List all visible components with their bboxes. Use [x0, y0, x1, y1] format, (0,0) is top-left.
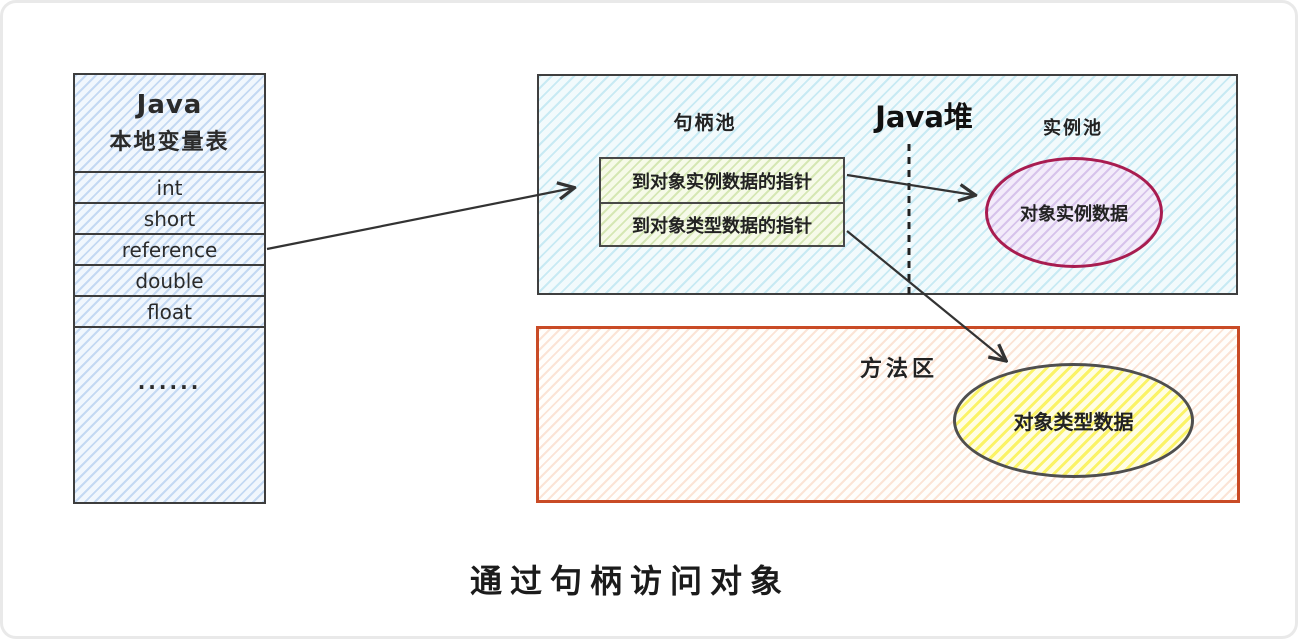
- object-instance-data-label: 对象实例数据: [1020, 203, 1128, 225]
- instance-pool-label: 实例池: [1043, 118, 1103, 139]
- handle-row-instance-data-pointer: 到对象实例数据的指针: [601, 159, 843, 202]
- object-instance-data-ellipse: 对象实例数据: [985, 157, 1163, 268]
- table-row-short: short: [75, 202, 264, 233]
- method-area-box: 方法区 对象类型数据: [536, 326, 1240, 503]
- table-row-reference: reference: [75, 233, 264, 264]
- table-row-double: double: [75, 264, 264, 295]
- table-row-ellipsis: ......: [75, 326, 264, 502]
- java-heap-title: Java堆: [875, 100, 973, 134]
- table-title-java: Java: [136, 90, 203, 120]
- handle-pool-label: 句柄池: [673, 112, 737, 134]
- table-row-int: int: [75, 171, 264, 202]
- object-type-data-ellipse: 对象类型数据: [953, 363, 1194, 478]
- local-variable-table: Java 本地变量表 int short reference double fl…: [73, 73, 266, 504]
- method-area-label: 方法区: [859, 357, 939, 382]
- arrow-reference-to-handle-pool: [266, 188, 573, 251]
- diagram-caption: 通过句柄访问对象: [469, 562, 791, 600]
- object-type-data-label: 对象类型数据: [1013, 410, 1134, 434]
- local-variable-table-header: Java 本地变量表: [75, 75, 264, 171]
- table-row-float: float: [75, 295, 264, 326]
- handle-pool-box: 到对象实例数据的指针 到对象类型数据的指针: [599, 157, 845, 247]
- table-title-local-variables: 本地变量表: [109, 130, 230, 155]
- java-heap-box: Java堆 句柄池 实例池 到对象实例数据的指针 到对象类型数据的指针 对象实例…: [537, 74, 1238, 295]
- handle-row-type-data-pointer: 到对象类型数据的指针: [601, 202, 843, 245]
